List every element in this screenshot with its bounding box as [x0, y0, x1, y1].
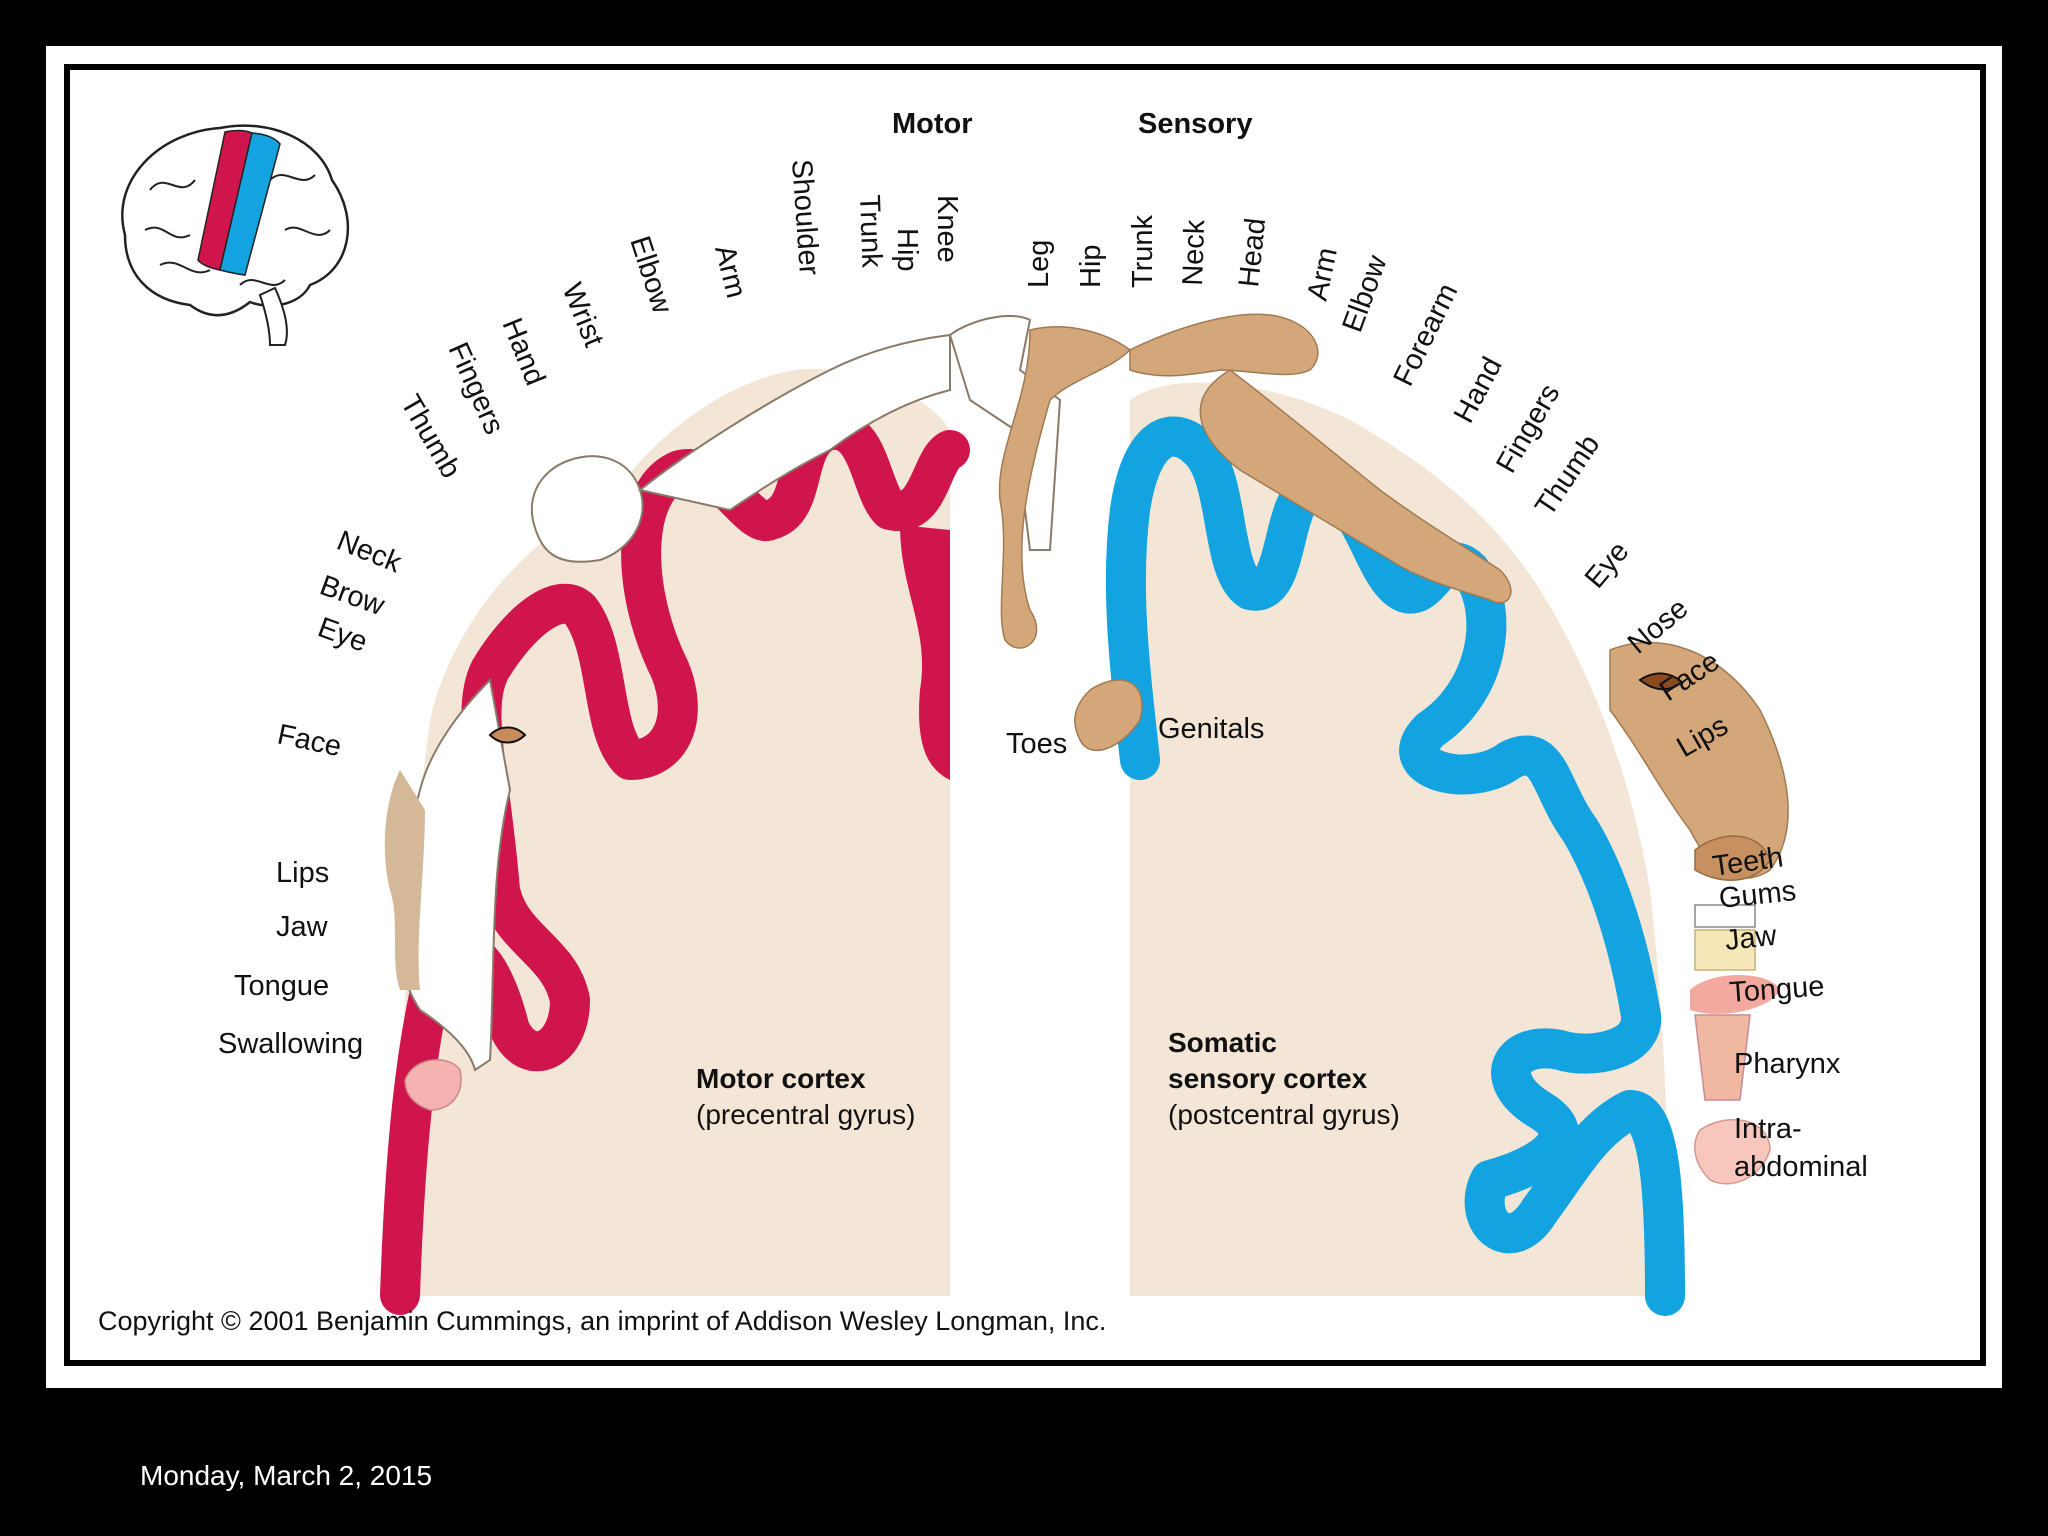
motor-face-skin: [384, 770, 425, 990]
motor-label-eye: Eye: [314, 612, 372, 659]
motor-label-knee: Knee: [931, 195, 963, 263]
sensory-label-fingers: Fingers: [1490, 379, 1566, 479]
motor-label-lips: Lips: [276, 857, 329, 889]
sensory-cortex-title-1: Somatic: [1168, 1027, 1277, 1058]
slide-frame: Motor Sensory Thumb Fingers Hand Wrist E…: [46, 46, 2002, 1388]
motor-label-neck: Neck: [332, 525, 406, 580]
sensory-jaw: [1694, 929, 1756, 971]
sensory-eye-icon: [1638, 672, 1684, 691]
motor-label-toes: Toes: [1006, 728, 1067, 760]
motor-label-jaw: Jaw: [276, 911, 329, 943]
sensory-label-abdominal: abdominal: [1734, 1151, 1868, 1183]
motor-eye-icon: [488, 726, 527, 744]
motor-cortex-title: Motor cortex: [696, 1063, 866, 1094]
sensory-lips: [1694, 835, 1771, 881]
motor-label-elbow: Elbow: [623, 232, 678, 318]
sensory-label-genitals: Genitals: [1158, 713, 1264, 745]
motor-label-swallowing: Swallowing: [218, 1028, 363, 1060]
sensory-label-forearm: Forearm: [1388, 279, 1465, 392]
motor-cortex-subtitle: (precentral gyrus): [696, 1099, 915, 1130]
homunculus-diagram: Motor Sensory Thumb Fingers Hand Wrist E…: [98, 108, 1868, 1336]
motor-label-wrist: Wrist: [556, 279, 610, 352]
motor-label-fingers: Fingers: [442, 338, 511, 439]
sensory-label-hand: Hand: [1448, 352, 1509, 428]
motor-label-thumb: Thumb: [394, 390, 467, 484]
motor-label-face: Face: [275, 719, 345, 764]
sensory-label-intra: Intra-: [1734, 1113, 1802, 1145]
motor-header: Motor: [892, 108, 973, 140]
sensory-label-gums: Gums: [1717, 875, 1797, 915]
sensory-homunculus: [998, 313, 1789, 879]
brain-icon: [121, 124, 350, 346]
sensory-tongue: [1690, 975, 1780, 1014]
sensory-cortex-title-2: sensory cortex: [1168, 1063, 1368, 1094]
sensory-label-hip: Hip: [1075, 244, 1107, 288]
sensory-label-eye: Eye: [1579, 536, 1636, 595]
sensory-label-trunk: Trunk: [1127, 214, 1159, 288]
sensory-label-elbow: Elbow: [1337, 250, 1394, 336]
sensory-label-tongue: Tongue: [1728, 970, 1825, 1009]
motor-label-hip: Hip: [891, 228, 923, 272]
sensory-header: Sensory: [1138, 108, 1252, 140]
sensory-label-arm: Arm: [1302, 245, 1344, 304]
motor-label-hand: Hand: [496, 314, 552, 390]
sensory-intestine: [1694, 1118, 1771, 1185]
motor-label-shoulder: Shoulder: [785, 158, 825, 276]
figure-panel: Motor Sensory Thumb Fingers Hand Wrist E…: [64, 64, 1986, 1366]
motor-homunculus: [396, 314, 1062, 1072]
sensory-gyrus: [1105, 416, 1685, 1316]
sensory-label-head: Head: [1233, 216, 1272, 288]
sensory-pharynx: [1694, 1014, 1751, 1101]
sensory-label-leg: Leg: [1023, 240, 1055, 288]
motor-label-arm: Arm: [708, 242, 752, 301]
sensory-label-pharynx: Pharynx: [1734, 1048, 1841, 1080]
motor-tongue: [404, 1059, 462, 1111]
motor-label-tongue: Tongue: [234, 970, 329, 1002]
sensory-label-neck: Neck: [1177, 219, 1211, 287]
sensory-cortex-subtitle: (postcentral gyrus): [1168, 1099, 1400, 1130]
motor-label-trunk: Trunk: [853, 194, 888, 269]
copyright-notice: Copyright © 2001 Benjamin Cummings, an i…: [98, 1306, 1106, 1336]
sensory-teeth: [1694, 904, 1756, 928]
slide-date: Monday, March 2, 2015: [140, 1460, 433, 1491]
sensory-label-thumb: Thumb: [1529, 429, 1606, 522]
sensory-label-jaw: Jaw: [1723, 920, 1779, 957]
